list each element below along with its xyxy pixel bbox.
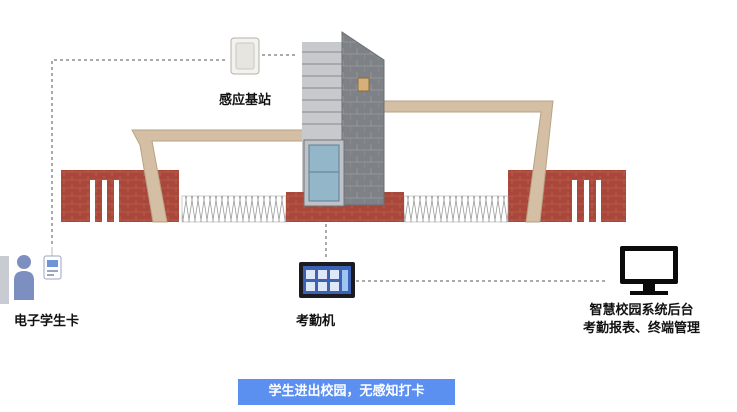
- backend-label-line2: 考勤报表、终端管理: [583, 321, 701, 336]
- e-card-icon: [43, 247, 62, 280]
- caption-banner: 学生进出校园，无感知打卡: [238, 379, 455, 405]
- base-station-label: 感应基站: [219, 93, 272, 108]
- monitor-icon: [620, 246, 678, 295]
- left-pillar-slots: [90, 180, 119, 222]
- backend-label-line1: 智慧校园系统后台: [589, 303, 694, 318]
- line-card-to-station: [51, 59, 228, 250]
- right-brick-pillar: [508, 170, 626, 222]
- backend-label: 智慧校园系统后台 考勤报表、终端管理: [583, 302, 700, 338]
- left-retractable-gate: [181, 195, 287, 223]
- right-retractable-gate: [403, 195, 509, 223]
- central-gate-tower: [286, 31, 404, 222]
- right-pillar-slots: [572, 180, 601, 222]
- base-station-icon: [230, 37, 260, 75]
- attendance-terminal-label: 考勤机: [296, 314, 336, 329]
- attendance-terminal-icon: [299, 262, 355, 298]
- student-silhouette-icon: [0, 255, 34, 304]
- e-card-label: 电子学生卡: [14, 314, 80, 329]
